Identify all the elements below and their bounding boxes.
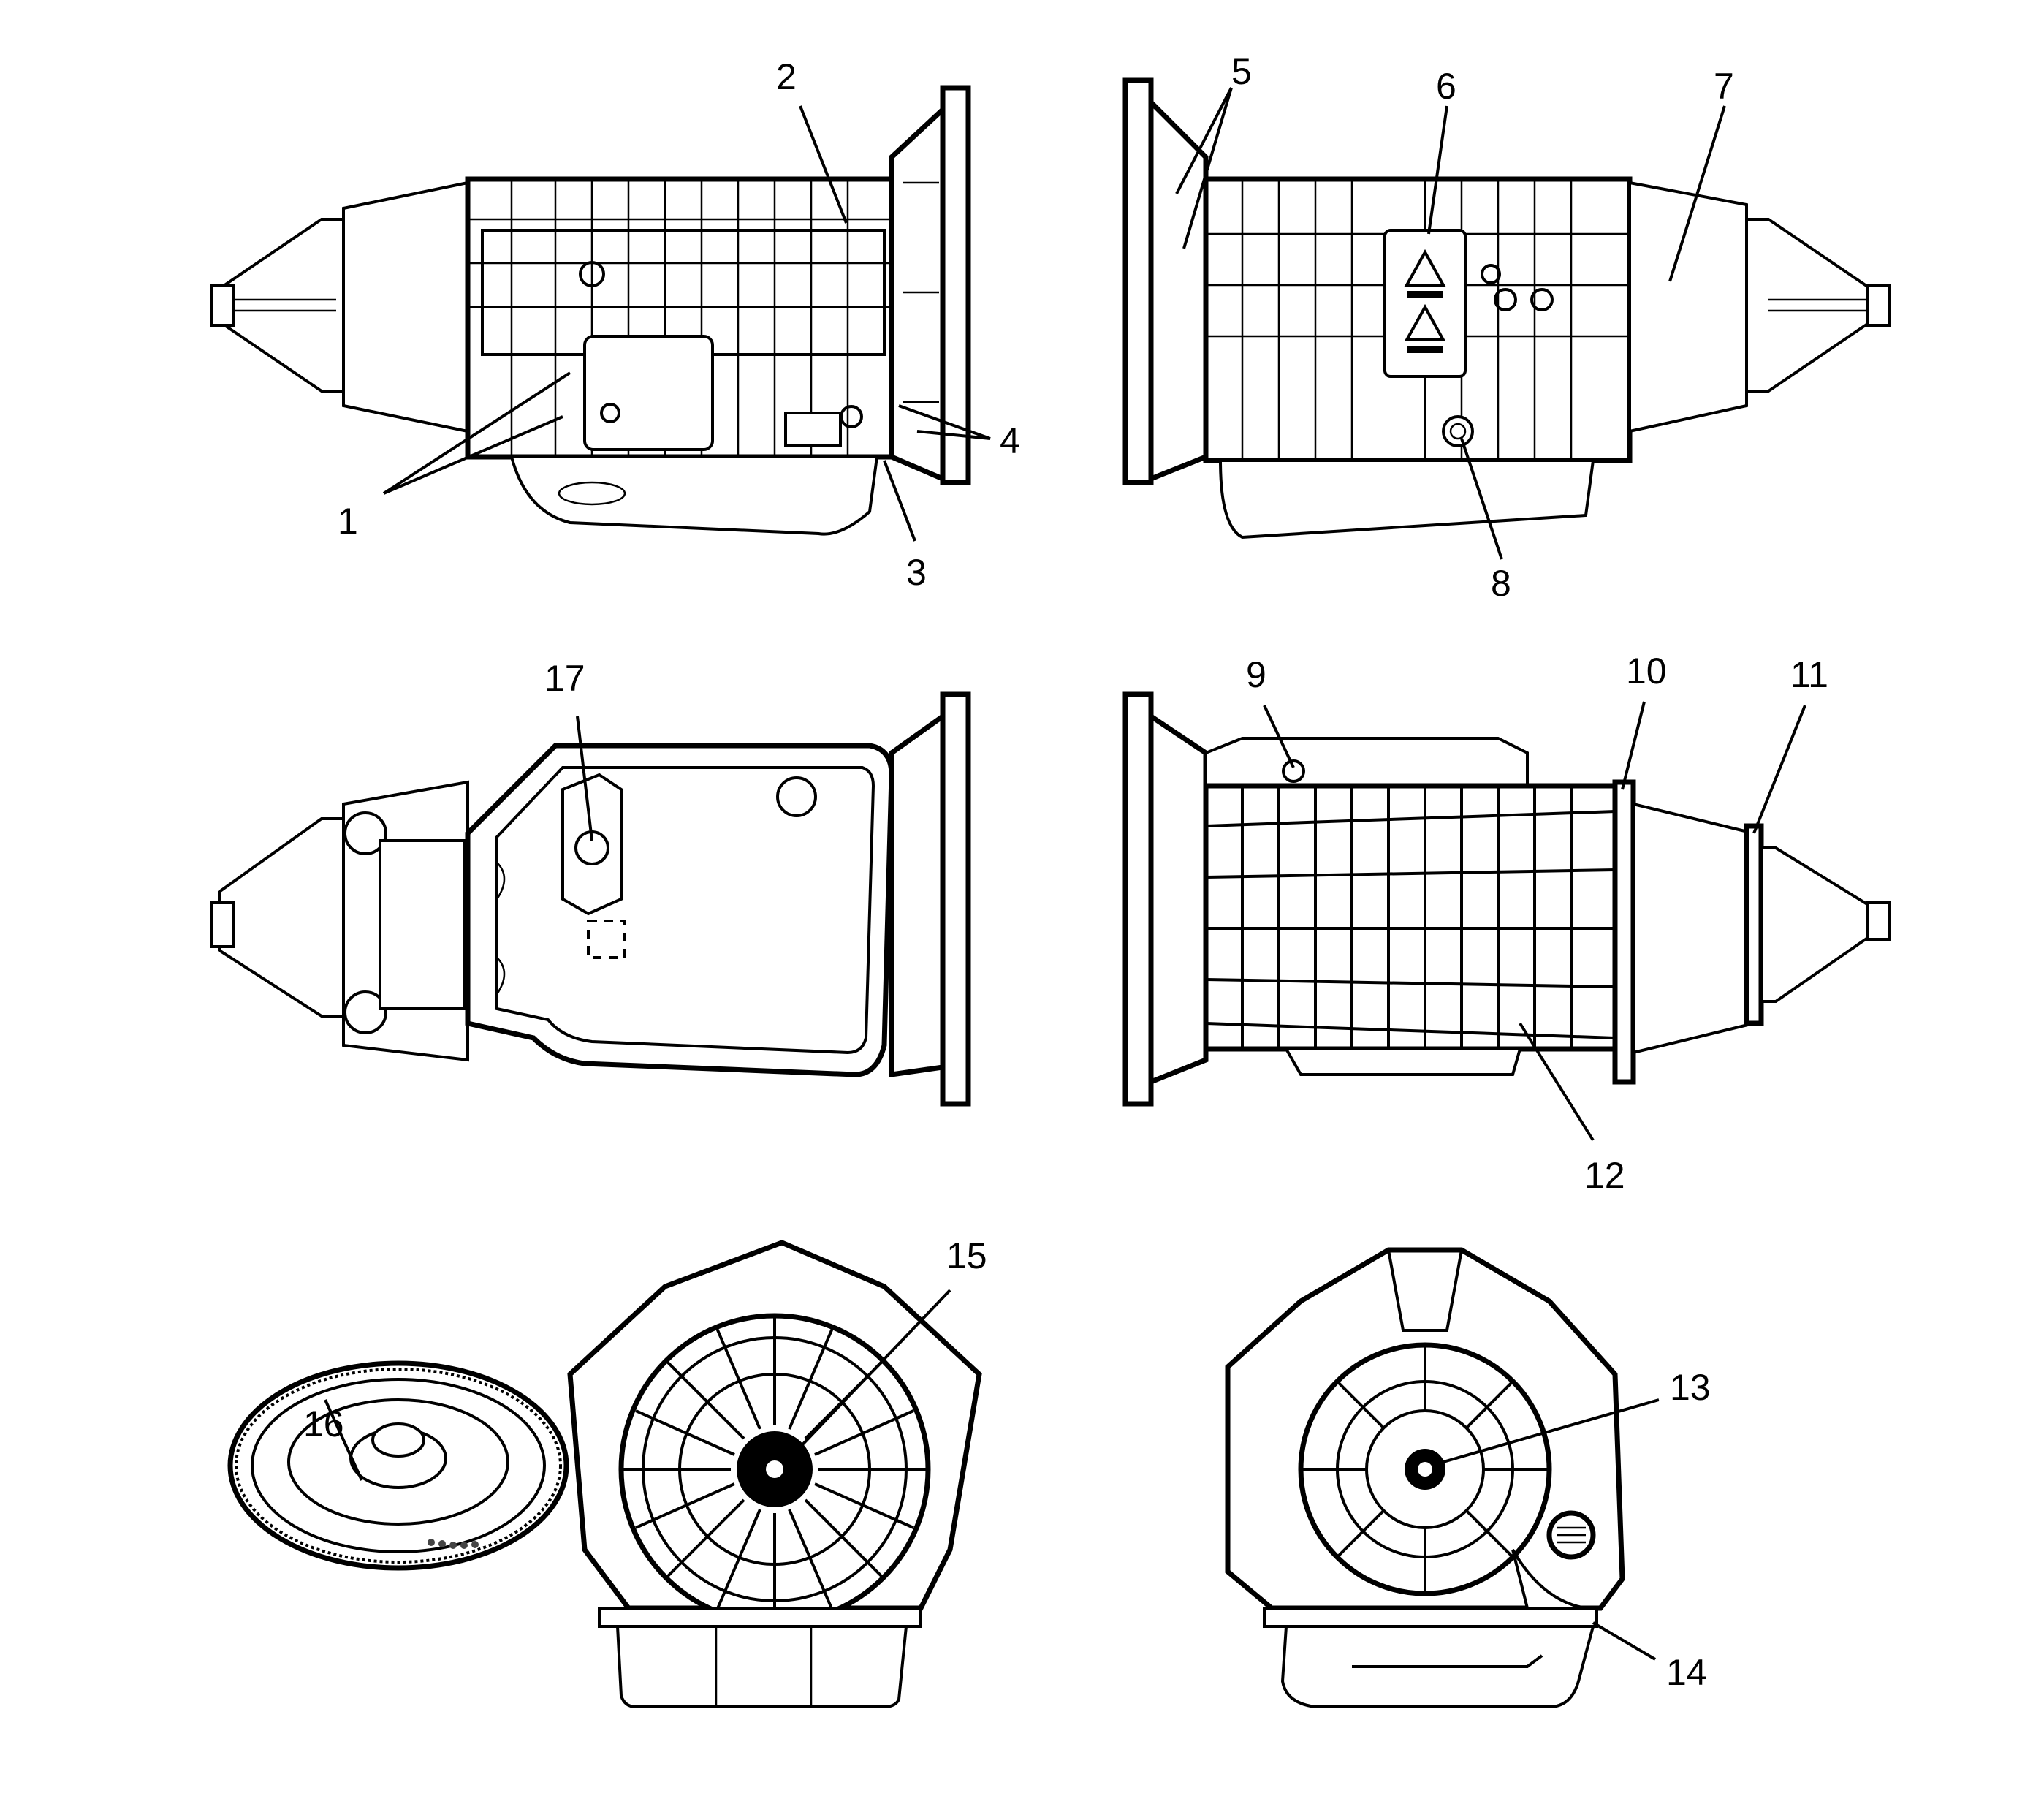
callout-4: 4: [1000, 420, 1020, 461]
view-left-side: [210, 85, 971, 536]
callout-labels: 1 2 3 4 5 6 7 8 9 10 11 12 13 14 15 16 1…: [303, 51, 1828, 1693]
view-right-side: [1122, 77, 1891, 539]
view-top: [1122, 691, 1891, 1107]
view-rear: [1225, 1247, 1625, 1708]
callout-2: 2: [776, 56, 797, 97]
callout-5: 5: [1231, 51, 1252, 92]
callout-3: 3: [906, 552, 927, 593]
callout-11: 11: [1790, 654, 1828, 695]
view-flexplate: [227, 1360, 569, 1571]
callout-8: 8: [1491, 563, 1511, 604]
view-bottom: [210, 691, 971, 1107]
callout-1: 1: [338, 501, 358, 542]
callout-14: 14: [1666, 1652, 1707, 1693]
callout-16: 16: [303, 1403, 344, 1444]
callout-6: 6: [1436, 66, 1456, 107]
callout-9: 9: [1246, 654, 1266, 695]
leader-lines: [324, 87, 1806, 1661]
callout-12: 12: [1584, 1155, 1625, 1196]
callout-10: 10: [1626, 651, 1667, 691]
callout-15: 15: [946, 1235, 987, 1276]
callout-7: 7: [1714, 66, 1734, 107]
warning-triangle-icon: [1383, 229, 1467, 378]
callout-13: 13: [1670, 1367, 1711, 1408]
view-front: [567, 1240, 982, 1708]
callout-17: 17: [544, 658, 585, 699]
